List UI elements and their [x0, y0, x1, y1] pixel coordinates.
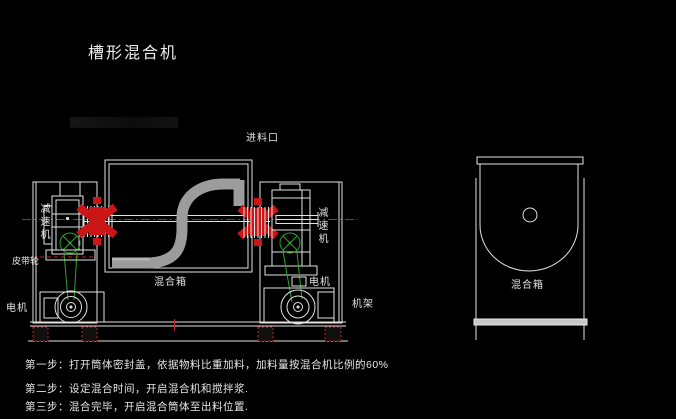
- left-motor: [39, 290, 105, 324]
- mixing-box-label-elevation: 混合箱: [154, 277, 187, 288]
- instruction-step-1: 第一步：打开筒体密封盖，依据物料比重加料，加料量按混合机比例的60%: [25, 359, 389, 371]
- left-reducer-label: 减速机: [38, 203, 49, 242]
- right-motor-label: 电机: [309, 277, 331, 288]
- left-flange-red: [76, 197, 118, 245]
- base-feet: [32, 326, 342, 342]
- left-motor-label: 电机: [6, 303, 28, 314]
- right-reducer-label: 减速机: [316, 207, 327, 246]
- drawing-title: 槽形混合机: [88, 45, 179, 62]
- right-coupling: [243, 207, 269, 238]
- side-view: [473, 156, 588, 340]
- right-frame: [259, 181, 343, 324]
- left-mount-bracket: [33, 249, 96, 261]
- left-reducer: [43, 181, 84, 255]
- belt-pulley-label: 皮带轮: [12, 256, 40, 266]
- frame-label: 机架: [352, 299, 374, 310]
- instruction-step-3: 第三步：混合完毕，开启混合筒体至出料位置.: [25, 401, 249, 413]
- right-motor: [263, 276, 335, 325]
- right-belt-pulley: [279, 232, 303, 303]
- left-belt-pulley: [59, 232, 81, 301]
- machine-base: [28, 319, 348, 342]
- instruction-step-2: 第二步：设定混合时间，开启混合机和搅拌浆.: [25, 383, 249, 395]
- right-reducer: [264, 183, 319, 276]
- feed-inlet-label: 进料口: [246, 133, 279, 144]
- ribbon-blade: [112, 178, 245, 269]
- mixing-box-label-side: 混合箱: [511, 280, 544, 291]
- ghost-text-artifact: [70, 117, 178, 128]
